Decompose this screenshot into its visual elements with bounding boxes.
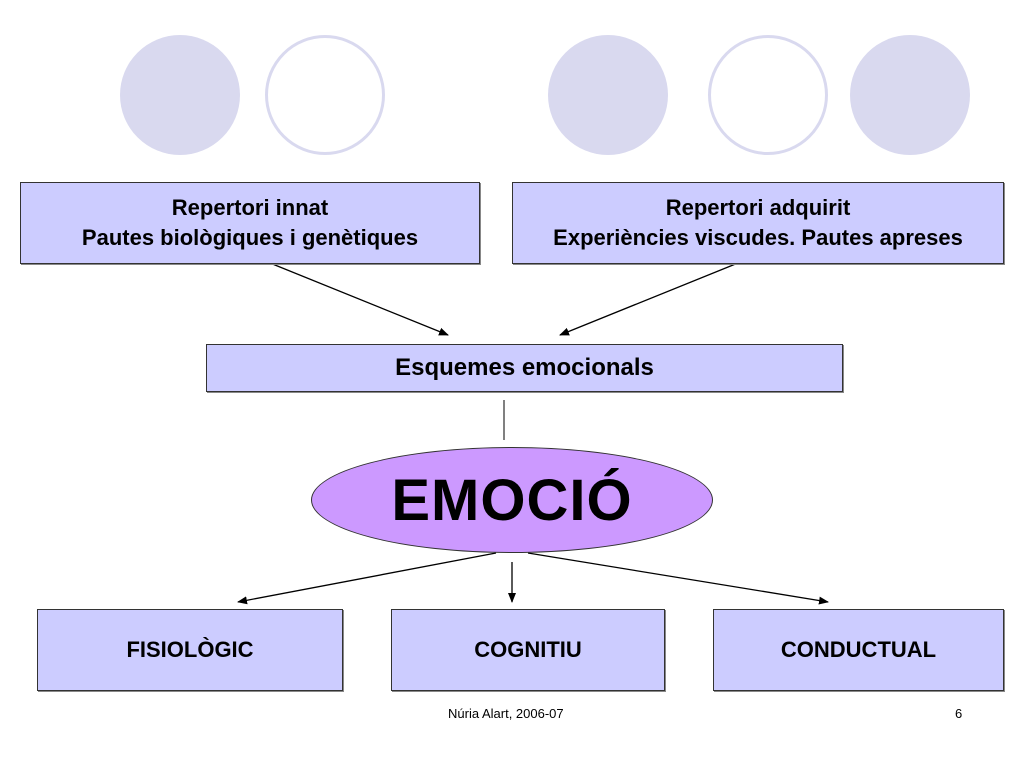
box-cognitiu: COGNITIU — [391, 609, 665, 691]
decor-circle-3 — [548, 35, 668, 155]
fisiologic-label: FISIOLÒGIC — [126, 637, 254, 662]
decor-circle-5 — [850, 35, 970, 155]
arrow-adquirit-to-schemes — [559, 262, 739, 336]
footer-author: Núria Alart, 2006-07 — [448, 706, 564, 721]
cognitiu-label: COGNITIU — [474, 637, 582, 662]
adquirit-subtitle: Experiències viscudes. Pautes apreses — [553, 225, 963, 250]
box-esquemes-emocionals: Esquemes emocionals — [206, 344, 843, 392]
innat-title: Repertori innat — [171, 195, 329, 220]
conductual-label: CONDUCTUAL — [780, 637, 937, 662]
decor-circle-1 — [120, 35, 240, 155]
decor-circle-4 — [708, 35, 828, 155]
box-fisiologic: FISIOLÒGIC — [37, 609, 343, 691]
arrow-emotion-to-fisiologic — [237, 552, 497, 605]
arrow-emotion-to-conductual — [527, 552, 829, 605]
emotion-ellipse: EMOCIÓ — [311, 447, 713, 553]
box-repertori-adquirit: Repertori adquirit Experiències viscudes… — [512, 182, 1004, 264]
esquemes-label: Esquemes emocionals — [395, 354, 654, 381]
box-conductual: CONDUCTUAL — [713, 609, 1004, 691]
emotion-label: EMOCIÓ — [391, 467, 633, 533]
innat-subtitle: Pautes biològiques i genètiques — [81, 225, 419, 250]
page-number: 6 — [955, 706, 963, 721]
decor-circle-2 — [265, 35, 385, 155]
box-repertori-innat: Repertori innat Pautes biològiques i gen… — [20, 182, 480, 264]
adquirit-title: Repertori adquirit — [665, 195, 851, 220]
arrow-innat-to-schemes — [269, 262, 449, 336]
